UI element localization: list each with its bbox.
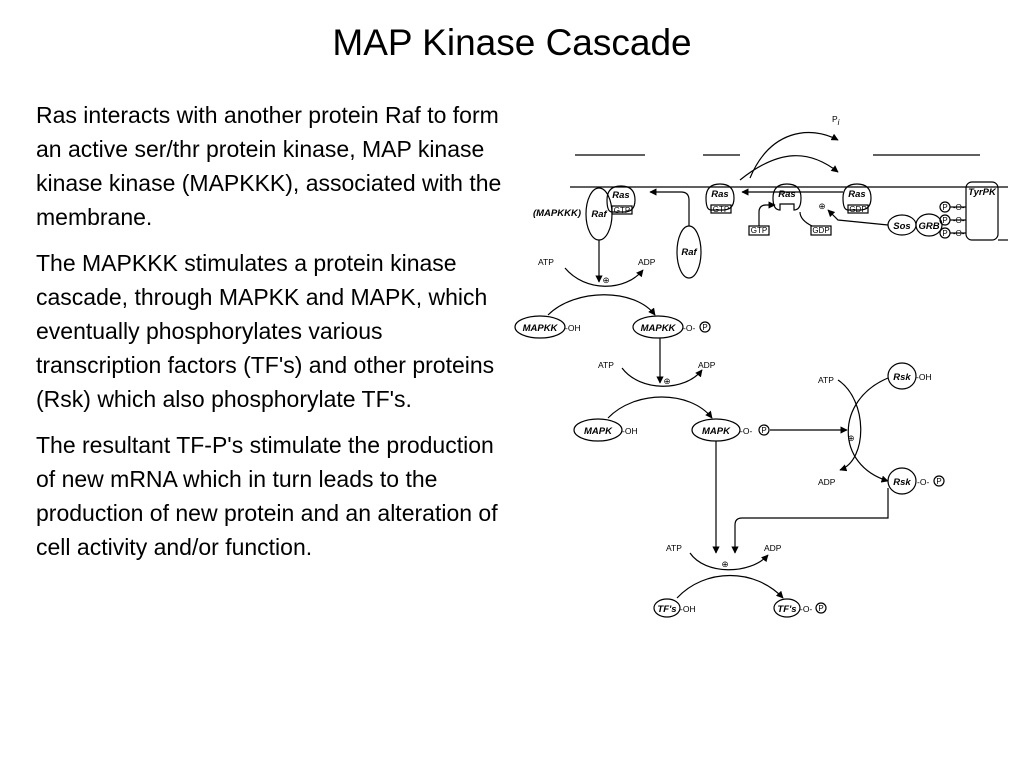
atp-label: ATP bbox=[598, 360, 614, 370]
ras-shape bbox=[772, 183, 802, 211]
phosphate-label: P bbox=[761, 426, 766, 435]
phosphate-circle bbox=[933, 475, 945, 487]
tfs-label: TF's bbox=[657, 604, 676, 615]
link-label: -O- bbox=[917, 477, 929, 487]
gdp-label: GDP bbox=[812, 226, 829, 235]
tf-ellipse bbox=[653, 598, 681, 618]
ras-shape bbox=[842, 183, 872, 211]
gtp-label: GTP bbox=[751, 226, 767, 235]
ras-label: Ras bbox=[612, 190, 629, 201]
mapkkk-label: (MAPKKK) bbox=[533, 208, 581, 219]
rsk-phosphorylation-arrow bbox=[847, 377, 889, 483]
mapkk-p-label: MAPKK bbox=[641, 323, 677, 334]
mapk-p-label: MAPK bbox=[702, 426, 731, 437]
phosphate-circle bbox=[815, 602, 827, 614]
oh-label: -OH bbox=[622, 426, 638, 436]
ras-shape bbox=[705, 183, 735, 211]
oh-label: -OH bbox=[916, 372, 932, 382]
ras-label: Ras bbox=[711, 189, 728, 200]
adp-label: ADP bbox=[764, 543, 782, 553]
ras-label: Ras bbox=[778, 189, 795, 200]
raf-label: Raf bbox=[591, 209, 607, 220]
mapk-phosphorylation-arrow bbox=[607, 396, 713, 419]
phosphate-label: P bbox=[942, 229, 947, 238]
ras-shape bbox=[606, 185, 636, 213]
oh-label: -OH bbox=[565, 323, 581, 333]
tfs-p-label: TF's bbox=[777, 604, 796, 615]
gtp-box bbox=[710, 204, 732, 214]
slide-title: MAP Kinase Cascade bbox=[332, 22, 692, 63]
atp-adp-arc bbox=[621, 367, 703, 387]
plus-sign: ⊕ bbox=[721, 559, 728, 569]
atp-adp-arc bbox=[689, 552, 769, 571]
link-label: -O- bbox=[683, 323, 695, 333]
raf-recruit-arrow bbox=[649, 188, 690, 226]
link-label: -O- bbox=[740, 426, 752, 436]
ras-label: Ras bbox=[848, 189, 865, 200]
mapkk-label: MAPKK bbox=[523, 323, 559, 334]
pi-label: Pi bbox=[832, 114, 840, 127]
mapk-ellipse bbox=[573, 418, 623, 442]
gdp-box bbox=[847, 204, 869, 214]
plus-sign: ⊕ bbox=[663, 376, 670, 386]
mapkk-p-ellipse bbox=[632, 315, 684, 339]
phosphate-label: P bbox=[942, 216, 947, 225]
sos-activation-arrow bbox=[827, 209, 889, 226]
paragraph-cascade: The MAPKKK stimulates a protein kinase c… bbox=[36, 250, 495, 412]
plus-sign: ⊕ bbox=[818, 201, 825, 211]
tf-phosphorylation-arrow bbox=[676, 574, 784, 599]
rsk-ellipse bbox=[887, 362, 917, 390]
link-label: -O- bbox=[800, 604, 812, 614]
gtp-label: GTP bbox=[713, 205, 729, 214]
rsk-label: Rsk bbox=[893, 372, 911, 383]
adp-label: ADP bbox=[818, 477, 836, 487]
phosphate-label: P bbox=[936, 477, 941, 486]
phosphate-label: P bbox=[818, 604, 823, 613]
link-label: -O- bbox=[953, 229, 965, 238]
atp-label: ATP bbox=[666, 543, 682, 553]
gdp-label: GDP bbox=[849, 205, 866, 214]
grb-ellipse bbox=[915, 213, 943, 237]
paragraph-ras-raf: Ras interacts with another protein Raf t… bbox=[36, 102, 502, 230]
paragraph-tf: The resultant TF-P's stimulate the produ… bbox=[36, 432, 498, 560]
atp-label: ATP bbox=[538, 257, 554, 267]
gtp-box bbox=[611, 205, 633, 215]
mapkk-phosphorylation-arrow bbox=[547, 294, 656, 316]
sos-label: Sos bbox=[893, 221, 910, 232]
phosphate-label: P bbox=[942, 203, 947, 212]
rsk-p-label: Rsk bbox=[893, 477, 911, 488]
gtp-exchange-arrow bbox=[758, 201, 776, 226]
gdp-box bbox=[810, 225, 832, 236]
plus-sign: ⊕ bbox=[602, 275, 609, 285]
link-label: -O- bbox=[953, 203, 965, 212]
map-kinase-diagram: Pi Ras Ras Ras Ras GTP GTP GDP GTP GDP ⊕… bbox=[514, 114, 1008, 618]
rsk-to-tf-arrow bbox=[731, 488, 889, 554]
mapkk-ellipse bbox=[514, 315, 566, 339]
phosphate-label: P bbox=[702, 323, 707, 332]
gdp-exchange-arrow bbox=[799, 211, 813, 227]
adp-label: ADP bbox=[698, 360, 716, 370]
atp-adp-arc-vertical bbox=[837, 379, 862, 472]
raf-label: Raf bbox=[681, 247, 697, 258]
ras-cycle-arrow bbox=[739, 155, 839, 181]
mapk-label: MAPK bbox=[584, 426, 613, 437]
phosphate-circle bbox=[758, 424, 770, 436]
atp-adp-arc bbox=[564, 267, 644, 287]
plus-sign: ⊕ bbox=[847, 433, 854, 443]
gtp-label: GTP bbox=[614, 206, 630, 215]
text-column: Ras interacts with another protein Raf t… bbox=[36, 98, 511, 576]
oh-label: -OH bbox=[680, 604, 696, 614]
tyrpk-receptor bbox=[965, 181, 999, 241]
tyrpk-label: TyrPK bbox=[968, 187, 997, 198]
tf-p-ellipse bbox=[773, 598, 801, 618]
adp-label: ADP bbox=[638, 257, 656, 267]
pi-release-arrow bbox=[749, 131, 839, 179]
grb-label: GRB bbox=[918, 221, 939, 232]
atp-label: ATP bbox=[818, 375, 834, 385]
phosphate-circle bbox=[699, 321, 711, 333]
link-label: -O- bbox=[953, 216, 965, 225]
